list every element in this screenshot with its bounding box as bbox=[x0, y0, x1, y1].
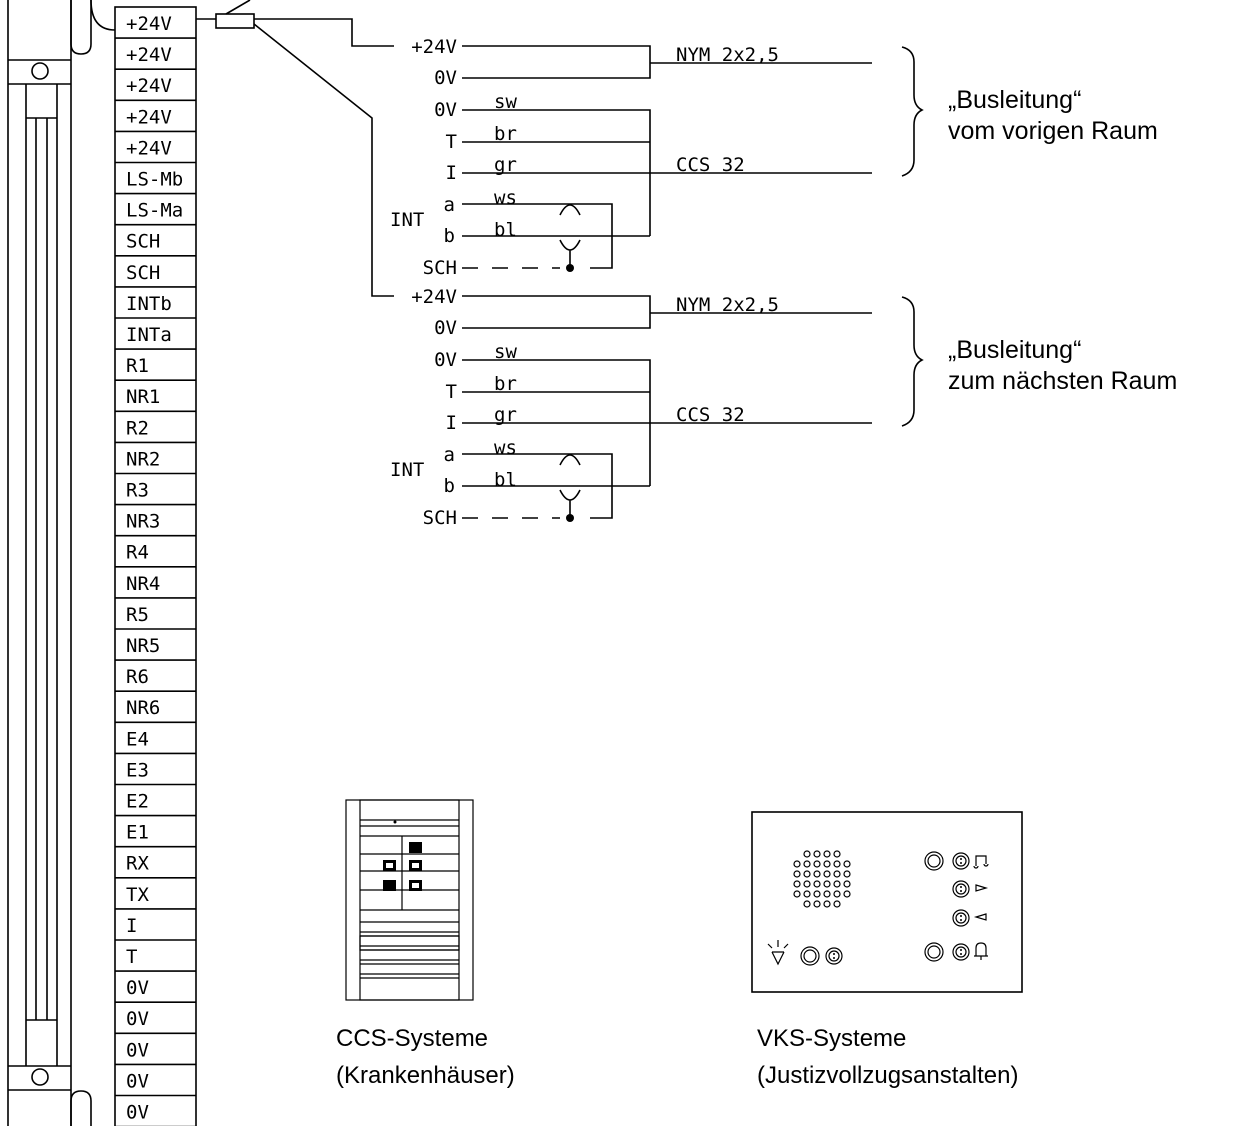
pin-label-0v: 0V bbox=[434, 67, 457, 89]
terminal-label: NR2 bbox=[126, 448, 160, 470]
wire-color-br: br bbox=[494, 123, 517, 145]
cable-label-bus: CCS 32 bbox=[676, 154, 745, 176]
bus-caption-line1: „Busleitung“ bbox=[948, 336, 1081, 364]
ccs-key bbox=[383, 880, 396, 891]
terminal-label: RX bbox=[126, 853, 149, 875]
pin-label-int: INT bbox=[390, 209, 424, 231]
terminal-label: NR4 bbox=[126, 573, 160, 595]
terminal-label: E1 bbox=[126, 822, 149, 844]
wire-color-ws: ws bbox=[494, 437, 517, 459]
terminal-label: +24V bbox=[126, 75, 172, 97]
ccs-caption-line1: CCS-Systeme bbox=[336, 1025, 488, 1052]
terminal-label: +24V bbox=[126, 106, 172, 128]
terminal-label: E4 bbox=[126, 728, 149, 750]
terminal-label: 0V bbox=[126, 977, 149, 999]
bus-caption-line2: vom vorigen Raum bbox=[948, 117, 1158, 145]
pin-label-24v: +24V bbox=[411, 36, 457, 58]
fuse-feed bbox=[196, 0, 394, 297]
arrow-left-icon bbox=[973, 913, 987, 921]
terminal-label: +24V bbox=[126, 137, 172, 159]
fuse-icon bbox=[215, 13, 255, 29]
mounting-hole bbox=[31, 62, 49, 80]
pin-label-0v: 0V bbox=[434, 317, 457, 339]
cable-label-bus: CCS 32 bbox=[676, 404, 745, 426]
note-icon bbox=[973, 855, 989, 869]
terminal-label: INTa bbox=[126, 324, 172, 346]
pin-label-i: I bbox=[446, 162, 457, 184]
wire-color-sw: sw bbox=[494, 341, 517, 363]
terminal-label: 0V bbox=[126, 1102, 149, 1124]
terminal-label: 0V bbox=[126, 1070, 149, 1092]
ccs-key bbox=[409, 842, 422, 853]
mounting-rail bbox=[7, 0, 116, 1126]
pin-label-b: b bbox=[444, 225, 455, 247]
terminal-label: TX bbox=[126, 884, 149, 906]
bell-icon bbox=[974, 942, 988, 960]
pin-label-0v: 0V bbox=[434, 99, 457, 121]
terminal-label: R4 bbox=[126, 542, 149, 564]
pin-label-24v: +24V bbox=[411, 286, 457, 308]
ccs-caption-line2: (Krankenhäuser) bbox=[336, 1062, 515, 1089]
terminal-label: NR5 bbox=[126, 635, 160, 657]
lamp-icon bbox=[767, 940, 789, 966]
pin-label-t: T bbox=[446, 131, 457, 153]
terminal-label: 0V bbox=[126, 1039, 149, 1061]
wire-color-bl: bl bbox=[494, 469, 517, 491]
mounting-hole bbox=[31, 1068, 49, 1086]
vks-caption-line1: VKS-Systeme bbox=[757, 1025, 906, 1052]
pin-label-a: a bbox=[444, 444, 455, 466]
terminal-label: +24V bbox=[126, 44, 172, 66]
terminal-label: I bbox=[126, 915, 137, 937]
bus-caption-line1: „Busleitung“ bbox=[948, 86, 1081, 114]
terminal-label: +24V bbox=[126, 13, 172, 35]
terminal-label: NR6 bbox=[126, 697, 160, 719]
terminal-label: R1 bbox=[126, 355, 149, 377]
terminal-label: SCH bbox=[126, 231, 160, 253]
pin-label-sch: SCH bbox=[423, 257, 457, 279]
terminal-label: 0V bbox=[126, 1008, 149, 1030]
wire-color-br: br bbox=[494, 373, 517, 395]
terminal-label: E2 bbox=[126, 791, 149, 813]
pin-label-a: a bbox=[444, 194, 455, 216]
speaker-grille-icon bbox=[793, 850, 851, 908]
arrow-right-icon bbox=[975, 884, 989, 892]
pin-label-int: INT bbox=[390, 459, 424, 481]
terminal-label: R2 bbox=[126, 417, 149, 439]
wire-color-ws: ws bbox=[494, 187, 517, 209]
wire-color-bl: bl bbox=[494, 219, 517, 241]
terminal-label: R6 bbox=[126, 666, 149, 688]
vks-caption-line2: (Justizvollzugsanstalten) bbox=[757, 1062, 1018, 1089]
terminal-label: R3 bbox=[126, 480, 149, 502]
wire-color-gr: gr bbox=[494, 154, 517, 176]
wire-color-gr: gr bbox=[494, 404, 517, 426]
terminal-label: SCH bbox=[126, 262, 160, 284]
terminal-label: T bbox=[126, 946, 137, 968]
cable-label-power: NYM 2x2,5 bbox=[676, 294, 779, 316]
terminal-label: LS-Mb bbox=[126, 169, 183, 191]
brace bbox=[901, 296, 924, 427]
terminal-label: NR3 bbox=[126, 511, 160, 533]
brace bbox=[901, 46, 924, 177]
vks-device bbox=[751, 811, 1023, 993]
cable-label-power: NYM 2x2,5 bbox=[676, 44, 779, 66]
terminal-label: INTb bbox=[126, 293, 172, 315]
pin-label-sch: SCH bbox=[423, 507, 457, 529]
pin-label-t: T bbox=[446, 381, 457, 403]
ccs-device bbox=[345, 799, 474, 1001]
terminal-label: E3 bbox=[126, 759, 149, 781]
terminal-label: R5 bbox=[126, 604, 149, 626]
terminal-label: NR1 bbox=[126, 386, 160, 408]
terminal-label: LS-Ma bbox=[126, 200, 183, 222]
wire-color-sw: sw bbox=[494, 91, 517, 113]
bus-caption-line2: zum nächsten Raum bbox=[948, 367, 1177, 395]
pin-label-0v: 0V bbox=[434, 349, 457, 371]
pin-label-i: I bbox=[446, 412, 457, 434]
pin-label-b: b bbox=[444, 475, 455, 497]
